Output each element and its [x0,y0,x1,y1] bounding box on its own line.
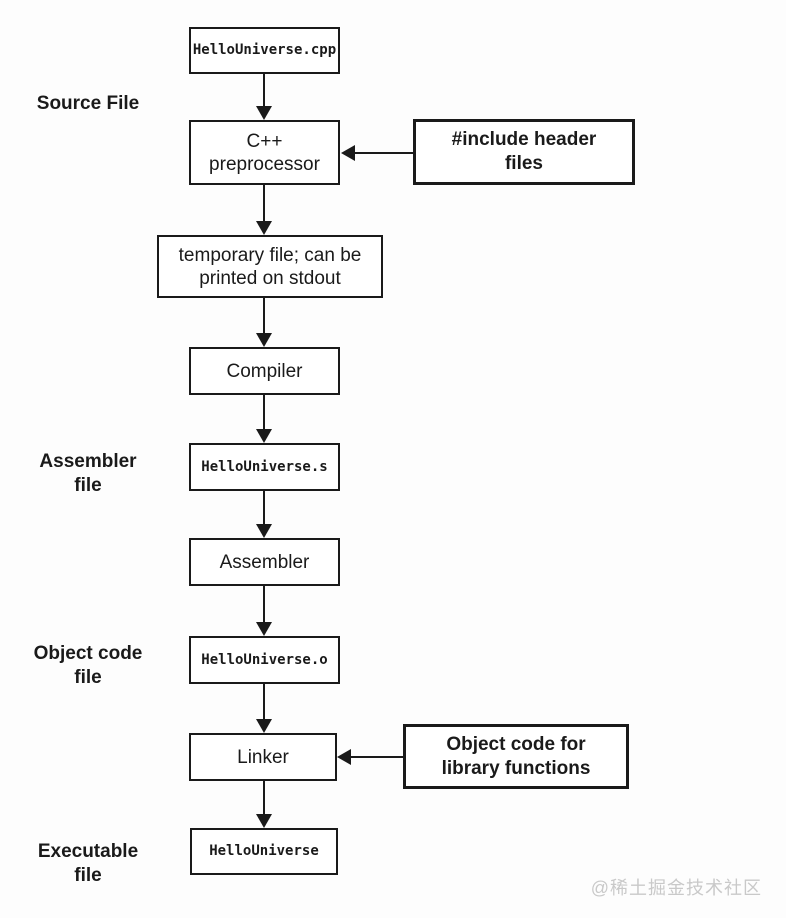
arrow-left-icon [341,145,413,161]
watermark: @稀土掘金技术社区 [590,878,762,898]
arrow-down-icon [256,684,272,733]
node-assembler-file: HelloUniverse.s [189,443,340,491]
node-preprocessor: C++ preprocessor [189,120,340,185]
label-object-code-file: Object code file [33,643,143,688]
arrow-left-icon [337,749,403,765]
node-compiler: Compiler [189,347,340,395]
arrow-down-icon [256,781,272,828]
node-assembler: Assembler [189,538,340,586]
node-source-file: HelloUniverse.cpp [189,27,340,74]
node-object-file: HelloUniverse.o [189,636,340,684]
arrow-down-icon [256,491,272,538]
arrow-down-icon [256,395,272,443]
node-executable-file: HelloUniverse [190,828,338,875]
arrow-down-icon [256,185,272,235]
label-executable-file: Executable file [37,841,139,886]
label-source-file-text: Source File [36,93,140,114]
arrow-down-icon [256,298,272,347]
node-include-headers: #include header files [413,119,635,185]
label-source-file: Source File [16,92,160,116]
arrow-down-icon [256,586,272,636]
arrow-down-icon [256,74,272,120]
node-temporary-file: temporary file; can be printed on stdout [157,235,383,298]
label-assembler-file: Assembler file [39,451,137,496]
node-linker: Linker [189,733,337,781]
node-library-object-code: Object code for library functions [403,724,629,789]
